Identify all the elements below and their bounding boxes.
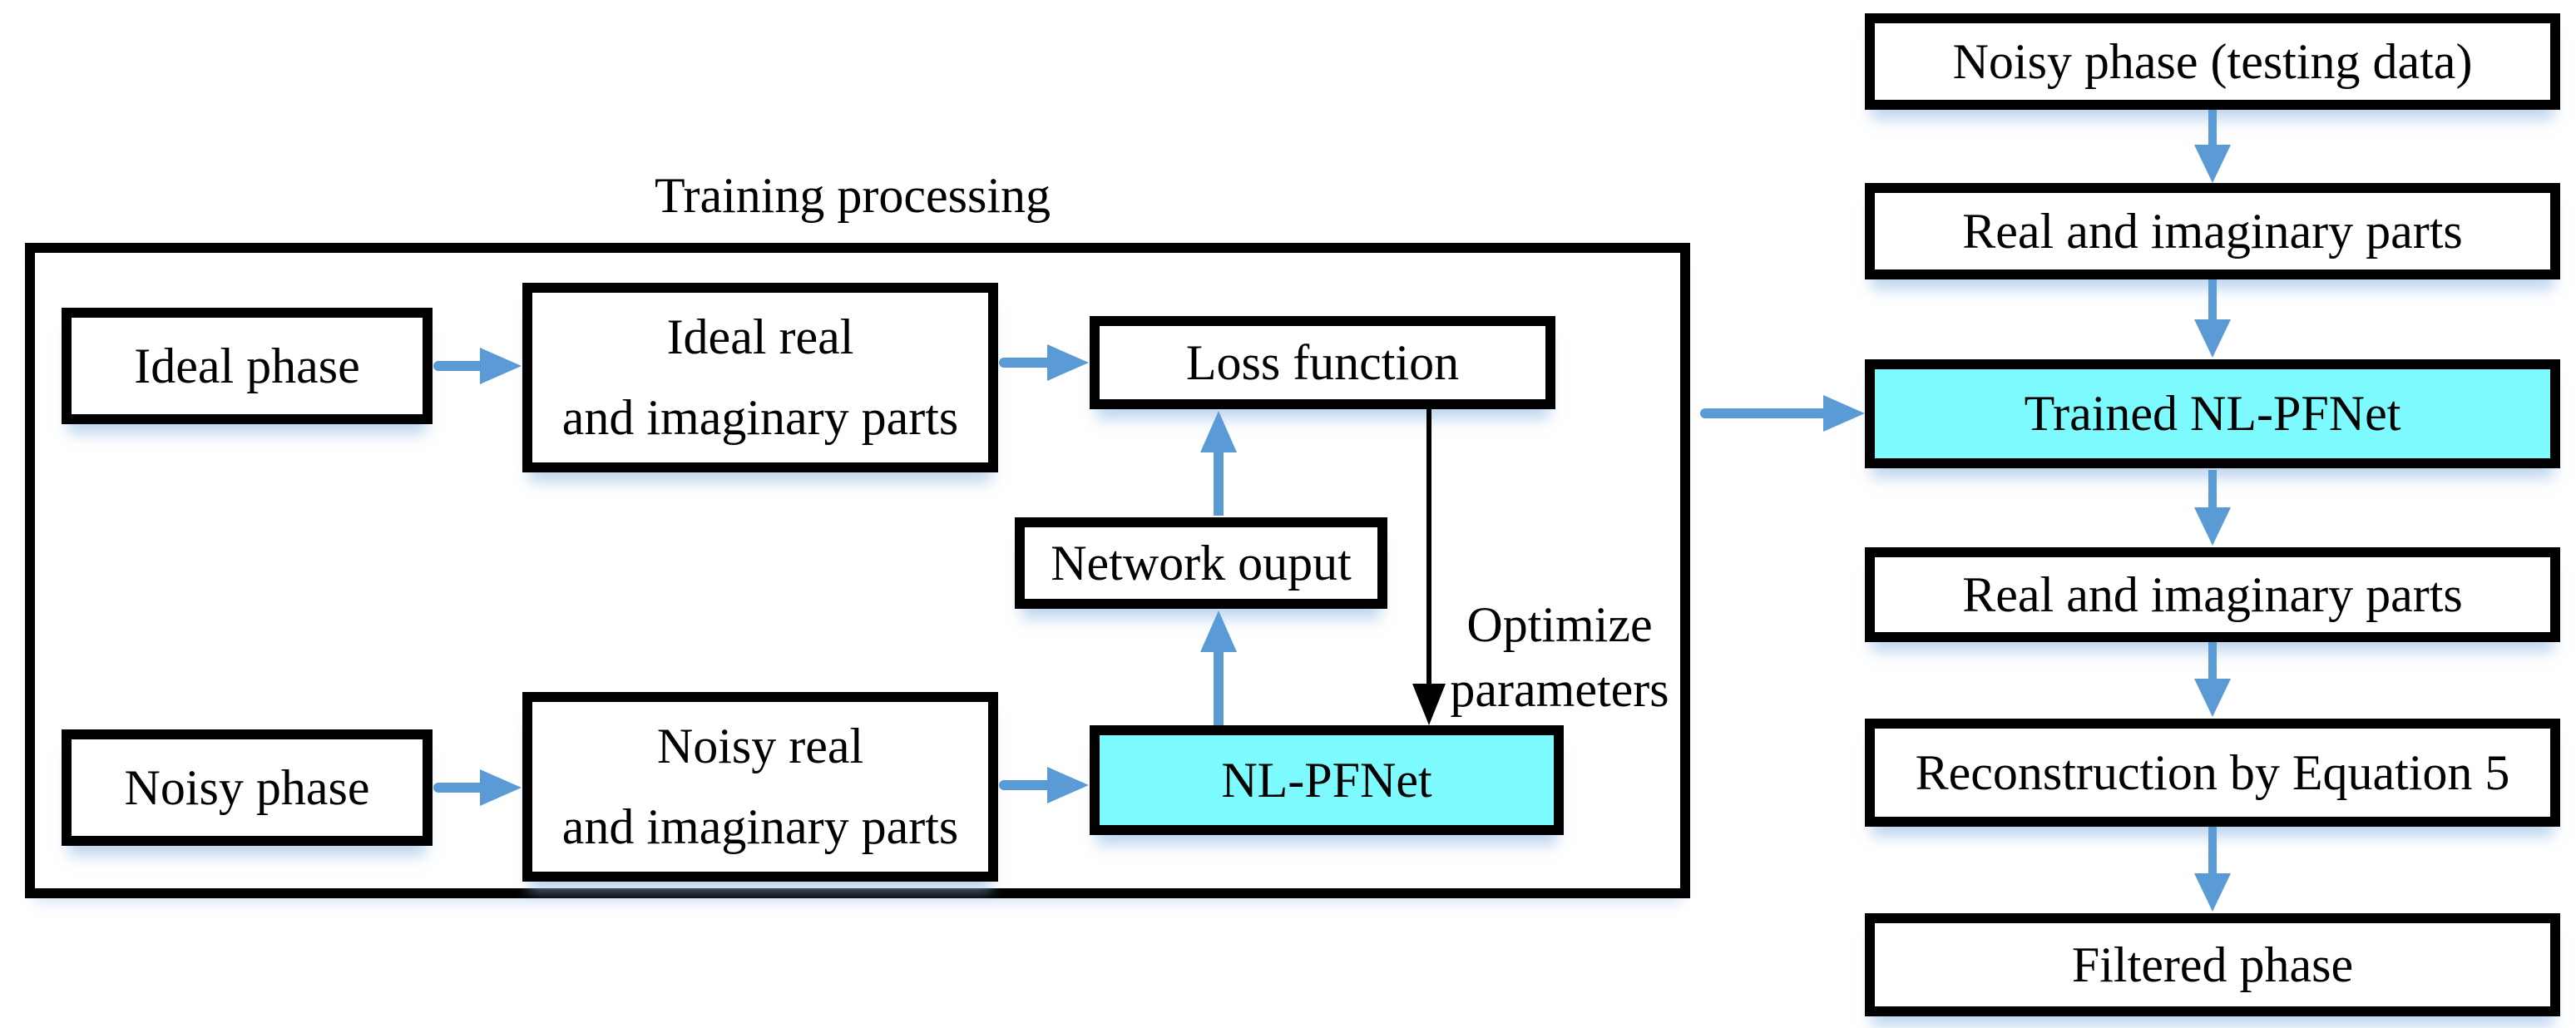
arrow-ideal-parts-to-loss: [999, 344, 1089, 381]
arrow-head: [1200, 610, 1237, 652]
arrow-stem: [1214, 649, 1224, 725]
arrow-stem: [433, 361, 482, 371]
node-network-output: Network ouput: [1015, 517, 1387, 609]
arrow-stem: [2208, 642, 2217, 682]
node-noisy-real-imaginary-line2: and imaginary parts: [561, 799, 959, 854]
node-nl-pfnet: NL-PFNet: [1090, 725, 1564, 835]
arrow-head: [480, 348, 522, 384]
training-section-title: Training processing: [654, 168, 1051, 223]
arrow-testing-step4: [2194, 642, 2231, 717]
node-noisy-phase-testing: Noisy phase (testing data): [1865, 13, 2560, 110]
node-trained-nl-pfnet-label: Trained NL-PFNet: [2024, 386, 2401, 441]
node-ideal-real-imaginary-line1: Ideal real: [666, 309, 854, 364]
node-real-imaginary-parts-testing-1-label: Real and imaginary parts: [1962, 203, 2463, 259]
node-real-imaginary-parts-testing-1: Real and imaginary parts: [1865, 183, 2560, 279]
arrow-head: [1823, 395, 1865, 432]
arrow-head: [1200, 411, 1237, 452]
arrow-head: [480, 769, 522, 806]
node-ideal-real-imaginary: Ideal real and imaginary parts: [522, 283, 998, 472]
node-ideal-phase: Ideal phase: [62, 308, 433, 424]
arrow-stem: [999, 358, 1049, 368]
arrow-training-to-trained-nl-pfnet: [1700, 395, 1865, 432]
node-nl-pfnet-label: NL-PFNet: [1221, 752, 1432, 808]
arrow-testing-step2: [2194, 279, 2231, 358]
training-group-box: [25, 243, 1690, 898]
arrow-head: [1412, 684, 1446, 725]
node-real-imaginary-parts-testing-2: Real and imaginary parts: [1865, 547, 2560, 642]
arrow-stem: [1214, 449, 1224, 516]
arrow-head: [2194, 145, 2231, 183]
arrow-stem: [433, 783, 482, 793]
arrow-stem: [999, 780, 1049, 790]
node-noisy-real-imaginary: Noisy real and imaginary parts: [522, 692, 998, 882]
optimize-parameters-line2: parameters: [1450, 662, 1669, 717]
arrow-head: [2194, 319, 2231, 358]
optimize-parameters-label: Optimize parameters: [1435, 592, 1684, 722]
arrow-stem: [1700, 408, 1825, 418]
node-noisy-phase: Noisy phase: [62, 729, 433, 846]
arrow-stem: [2208, 279, 2217, 323]
arrow-stem: [1426, 409, 1431, 687]
node-loss-function: Loss function: [1090, 316, 1555, 409]
arrow-stem: [2208, 827, 2217, 877]
node-trained-nl-pfnet: Trained NL-PFNet: [1865, 359, 2560, 468]
arrow-head: [1047, 344, 1089, 381]
arrow-testing-step5: [2194, 827, 2231, 912]
arrow-nl-pfnet-to-network-output: [1200, 610, 1237, 725]
arrow-stem: [2208, 470, 2217, 511]
arrow-testing-step3: [2194, 470, 2231, 546]
arrow-stem: [2208, 110, 2217, 148]
node-noisy-phase-testing-label: Noisy phase (testing data): [1952, 33, 2473, 89]
node-loss-function-label: Loss function: [1185, 334, 1460, 390]
node-real-imaginary-parts-testing-2-label: Real and imaginary parts: [1962, 566, 2463, 622]
arrow-head: [2194, 679, 2231, 717]
arrow-loss-to-nl-pfnet-optimize: [1412, 409, 1446, 725]
node-noisy-real-imaginary-line1: Noisy real: [656, 718, 864, 773]
arrow-network-output-to-loss: [1200, 411, 1237, 516]
node-reconstruction-equation5-label: Reconstruction by Equation 5: [1915, 744, 2510, 800]
arrow-noisy-parts-to-nl-pfnet: [999, 767, 1089, 803]
optimize-parameters-line1: Optimize: [1466, 597, 1653, 652]
node-network-output-label: Network ouput: [1051, 535, 1352, 591]
arrow-testing-step1: [2194, 110, 2231, 183]
arrow-head: [2194, 873, 2231, 912]
node-filtered-phase: Filtered phase: [1865, 913, 2560, 1016]
node-noisy-phase-label: Noisy phase: [124, 759, 370, 815]
arrow-ideal-phase-to-ideal-parts: [433, 348, 522, 384]
arrow-noisy-phase-to-noisy-parts: [433, 769, 522, 806]
arrow-head: [1047, 767, 1089, 803]
node-reconstruction-equation5: Reconstruction by Equation 5: [1865, 719, 2560, 827]
node-filtered-phase-label: Filtered phase: [2071, 937, 2354, 992]
arrow-head: [2194, 507, 2231, 546]
node-ideal-real-imaginary-line2: and imaginary parts: [561, 390, 959, 445]
node-ideal-phase-label: Ideal phase: [134, 338, 360, 393]
